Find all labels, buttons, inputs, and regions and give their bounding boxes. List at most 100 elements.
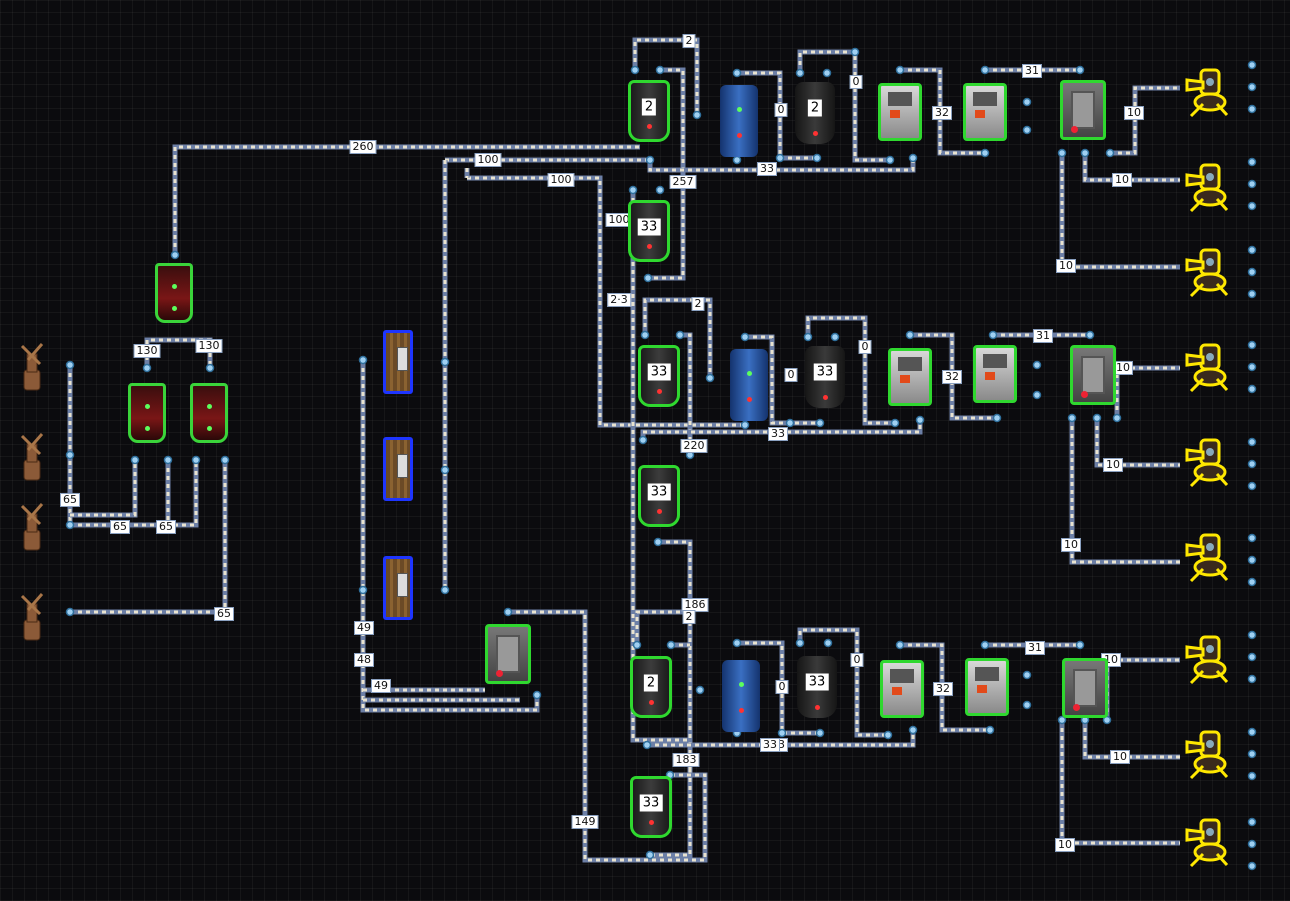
port[interactable] bbox=[503, 607, 513, 617]
port[interactable] bbox=[895, 640, 905, 650]
port[interactable] bbox=[142, 363, 152, 373]
port[interactable] bbox=[775, 153, 785, 163]
port[interactable] bbox=[638, 435, 648, 445]
port[interactable] bbox=[655, 65, 665, 75]
large-battery[interactable] bbox=[383, 437, 413, 501]
port[interactable] bbox=[732, 68, 742, 78]
port[interactable] bbox=[705, 373, 715, 383]
splitter[interactable] bbox=[730, 349, 768, 421]
power-relay[interactable] bbox=[888, 348, 932, 406]
port[interactable] bbox=[1080, 148, 1090, 158]
port[interactable] bbox=[358, 355, 368, 365]
port[interactable] bbox=[803, 332, 813, 342]
port[interactable] bbox=[1247, 362, 1257, 372]
port[interactable] bbox=[643, 273, 653, 283]
port[interactable] bbox=[645, 850, 655, 860]
power-relay[interactable] bbox=[965, 658, 1009, 716]
port[interactable] bbox=[1247, 727, 1257, 737]
port[interactable] bbox=[1247, 179, 1257, 189]
port[interactable] bbox=[1247, 82, 1257, 92]
port[interactable] bbox=[440, 357, 450, 367]
port[interactable] bbox=[795, 638, 805, 648]
port[interactable] bbox=[1247, 630, 1257, 640]
port[interactable] bbox=[732, 638, 742, 648]
port[interactable] bbox=[1247, 652, 1257, 662]
auto-turret[interactable] bbox=[1183, 627, 1233, 687]
port[interactable] bbox=[850, 47, 860, 57]
port[interactable] bbox=[191, 455, 201, 465]
controller[interactable] bbox=[485, 624, 531, 684]
port[interactable] bbox=[632, 640, 642, 650]
electrical-branch[interactable]: 33 bbox=[805, 346, 845, 408]
port[interactable] bbox=[980, 148, 990, 158]
port[interactable] bbox=[1247, 861, 1257, 871]
port[interactable] bbox=[815, 418, 825, 428]
port[interactable] bbox=[812, 153, 822, 163]
port[interactable] bbox=[890, 418, 900, 428]
port[interactable] bbox=[823, 638, 833, 648]
auto-turret[interactable] bbox=[1183, 810, 1233, 870]
port[interactable] bbox=[440, 465, 450, 475]
electrical-branch[interactable]: 2 bbox=[795, 82, 835, 144]
port[interactable] bbox=[1247, 533, 1257, 543]
electrical-branch[interactable]: 33 bbox=[638, 345, 680, 407]
controller[interactable] bbox=[1062, 658, 1108, 718]
port[interactable] bbox=[163, 455, 173, 465]
controller[interactable] bbox=[1060, 80, 1106, 140]
port[interactable] bbox=[220, 455, 230, 465]
large-battery[interactable] bbox=[383, 330, 413, 394]
port[interactable] bbox=[908, 725, 918, 735]
electrical-branch[interactable]: 2 bbox=[630, 656, 672, 718]
port[interactable] bbox=[1022, 670, 1032, 680]
electrical-branch[interactable]: 33 bbox=[628, 200, 670, 262]
port[interactable] bbox=[985, 725, 995, 735]
port[interactable] bbox=[1085, 330, 1095, 340]
port[interactable] bbox=[1247, 157, 1257, 167]
port[interactable] bbox=[655, 185, 665, 195]
power-relay[interactable] bbox=[878, 83, 922, 141]
port[interactable] bbox=[65, 450, 75, 460]
auto-turret[interactable] bbox=[1183, 155, 1233, 215]
port[interactable] bbox=[740, 332, 750, 342]
electrical-branch[interactable]: 33 bbox=[797, 656, 837, 718]
port[interactable] bbox=[777, 728, 787, 738]
port[interactable] bbox=[653, 537, 663, 547]
port[interactable] bbox=[695, 685, 705, 695]
port[interactable] bbox=[65, 520, 75, 530]
port[interactable] bbox=[1092, 413, 1102, 423]
port[interactable] bbox=[640, 330, 650, 340]
port[interactable] bbox=[1247, 839, 1257, 849]
port[interactable] bbox=[1247, 340, 1257, 350]
wind-turbine[interactable] bbox=[18, 340, 46, 392]
power-relay[interactable] bbox=[963, 83, 1007, 141]
port[interactable] bbox=[532, 690, 542, 700]
controller[interactable] bbox=[1070, 345, 1116, 405]
port[interactable] bbox=[666, 640, 676, 650]
wind-turbine[interactable] bbox=[18, 590, 46, 642]
auto-turret[interactable] bbox=[1183, 722, 1233, 782]
port[interactable] bbox=[980, 640, 990, 650]
splitter[interactable] bbox=[720, 85, 758, 157]
port[interactable] bbox=[992, 413, 1002, 423]
port[interactable] bbox=[1022, 125, 1032, 135]
port[interactable] bbox=[65, 607, 75, 617]
port[interactable] bbox=[915, 415, 925, 425]
port[interactable] bbox=[1247, 459, 1257, 469]
battery[interactable] bbox=[155, 263, 193, 323]
port[interactable] bbox=[205, 363, 215, 373]
port[interactable] bbox=[170, 250, 180, 260]
port[interactable] bbox=[1247, 201, 1257, 211]
port[interactable] bbox=[885, 155, 895, 165]
port[interactable] bbox=[1247, 267, 1257, 277]
port[interactable] bbox=[732, 155, 742, 165]
port[interactable] bbox=[1247, 384, 1257, 394]
power-relay[interactable] bbox=[973, 345, 1017, 403]
power-relay[interactable] bbox=[880, 660, 924, 718]
port[interactable] bbox=[1247, 104, 1257, 114]
port[interactable] bbox=[988, 330, 998, 340]
port[interactable] bbox=[1075, 65, 1085, 75]
auto-turret[interactable] bbox=[1183, 240, 1233, 300]
port[interactable] bbox=[1105, 148, 1115, 158]
port[interactable] bbox=[1075, 640, 1085, 650]
port[interactable] bbox=[1247, 60, 1257, 70]
